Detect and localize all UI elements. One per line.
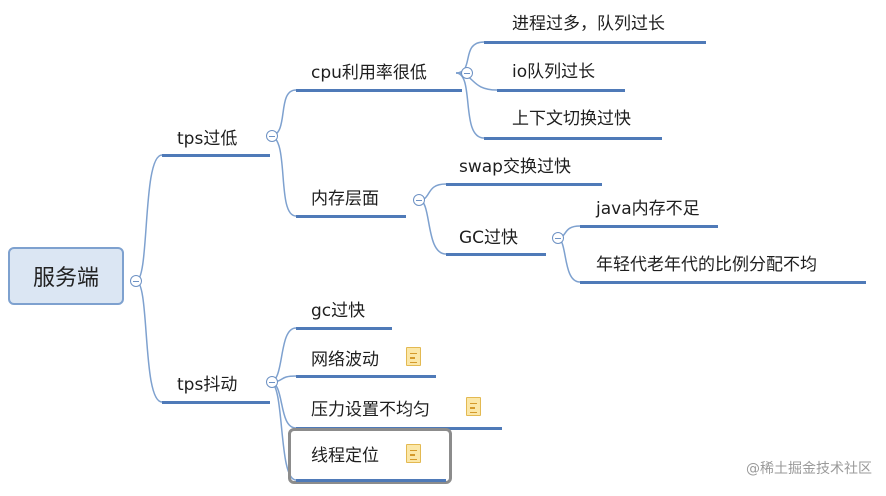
leaf-java-memory[interactable]: java内存不足 (596, 199, 700, 219)
leaf-swap[interactable]: swap交换过快 (459, 157, 571, 177)
branch-tps-jitter[interactable]: tps抖动 (177, 375, 238, 395)
watermark: @稀土掘金技术社区 (746, 461, 872, 477)
branch-underline (162, 401, 270, 404)
leaf-generation-ratio[interactable]: 年轻代老年代的比例分配不均 (596, 255, 817, 275)
leaf-underline (296, 479, 446, 482)
collapse-minus-icon[interactable] (552, 232, 564, 244)
leaf-underline (580, 225, 718, 228)
leaf-underline (497, 89, 625, 92)
branch-underline (296, 89, 462, 92)
leaf-thread[interactable]: 线程定位 (311, 446, 379, 466)
collapse-minus-icon[interactable] (266, 130, 278, 142)
collapse-minus-icon[interactable] (461, 67, 473, 79)
leaf-underline (296, 375, 436, 378)
branch-memory[interactable]: 内存层面 (311, 189, 379, 209)
leaf-underline (484, 137, 662, 140)
leaf-gc[interactable]: gc过快 (311, 301, 366, 321)
collapse-minus-icon[interactable] (266, 376, 278, 388)
note-icon[interactable] (406, 444, 421, 463)
note-icon[interactable] (406, 347, 421, 366)
branch-gc-fast[interactable]: GC过快 (459, 228, 519, 248)
leaf-cpu-context-switch[interactable]: 上下文切换过快 (512, 109, 631, 129)
leaf-cpu-io[interactable]: io队列过长 (512, 62, 596, 82)
selected-node-frame (288, 428, 452, 484)
branch-cpu-low[interactable]: cpu利用率很低 (311, 63, 427, 83)
branch-tps-low[interactable]: tps过低 (177, 129, 238, 149)
collapse-minus-icon[interactable] (413, 194, 425, 206)
leaf-pressure[interactable]: 压力设置不均匀 (311, 400, 430, 420)
root-node[interactable]: 服务端 (8, 247, 124, 305)
note-icon[interactable] (466, 397, 481, 416)
leaf-underline (296, 327, 392, 330)
leaf-underline (484, 41, 706, 44)
collapse-minus-icon[interactable] (130, 275, 142, 287)
branch-underline (162, 154, 270, 157)
leaf-underline (446, 183, 602, 186)
branch-underline (296, 215, 406, 218)
root-node-label: 服务端 (32, 266, 99, 291)
leaf-underline (580, 281, 866, 284)
leaf-cpu-processes[interactable]: 进程过多，队列过长 (512, 14, 665, 34)
branch-underline (446, 253, 546, 256)
leaf-network[interactable]: 网络波动 (311, 350, 379, 370)
